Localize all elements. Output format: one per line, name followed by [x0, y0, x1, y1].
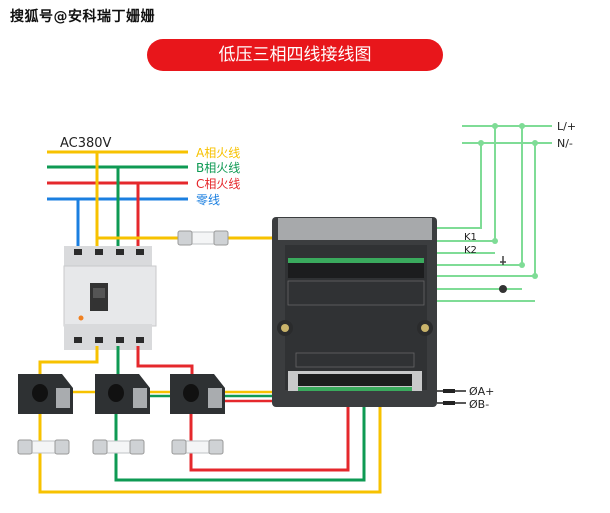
- switch-label-k2: K2: [464, 245, 477, 256]
- fuse-voltage-a: [177, 230, 229, 246]
- rs485-label-b: ØB-: [469, 398, 489, 411]
- fuse-voltage-c: [171, 439, 224, 455]
- line-label-n: 零线: [196, 193, 220, 207]
- current-transformer-a: [18, 374, 73, 414]
- line-label-c: C相火线: [196, 177, 240, 191]
- watermark: 搜狐号@安科瑞丁姗姗: [10, 9, 155, 25]
- voltage-label: AC380V: [60, 136, 112, 151]
- current-transformer-c: [170, 374, 225, 414]
- switch-label-k1: K1: [464, 232, 477, 243]
- fuse-voltage-b: [92, 439, 145, 455]
- line-label-a: A相火线: [196, 146, 240, 160]
- line-label-b: B相火线: [196, 161, 240, 175]
- rs485-label-a: ØA+: [469, 385, 494, 398]
- diagram-title: 低压三相四线接线图: [147, 39, 443, 71]
- current-transformer-b: [95, 374, 150, 414]
- circuit-breaker: [63, 246, 157, 350]
- aux-label-n: N/-: [557, 137, 573, 150]
- aux-label-l: L/+: [557, 120, 576, 133]
- power-meter: [272, 217, 437, 407]
- fuse-voltage-a2: [17, 439, 70, 455]
